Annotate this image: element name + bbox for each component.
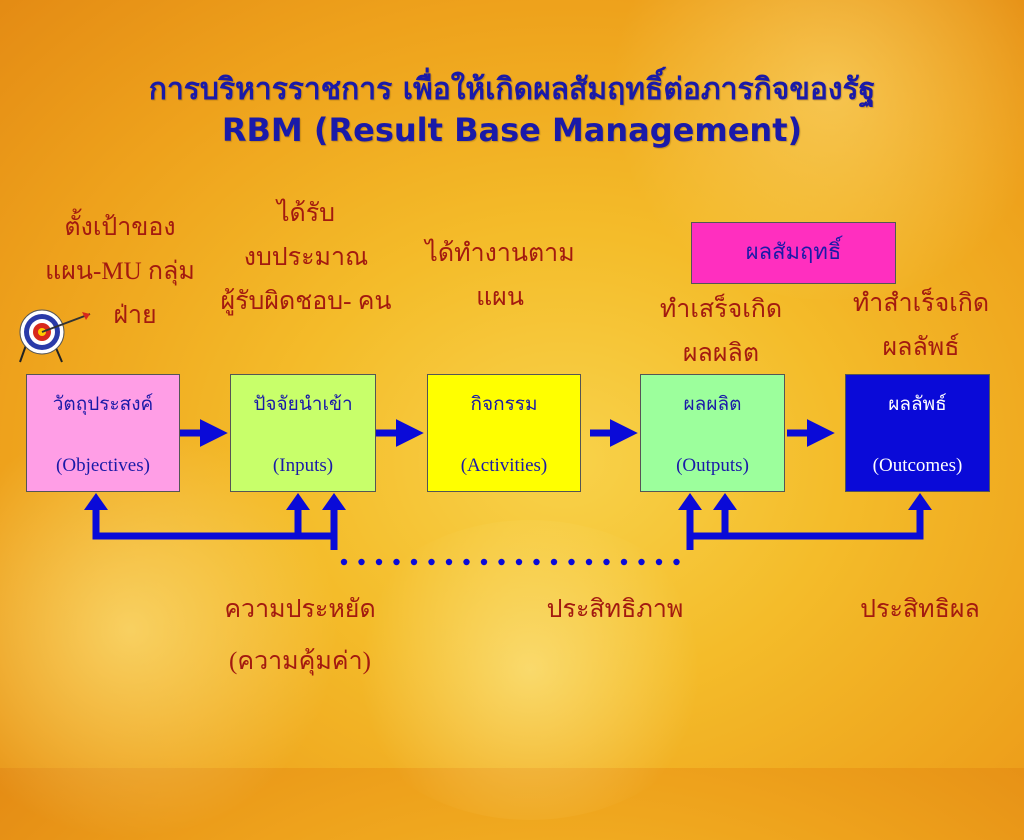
efficiency-dotted-line	[340, 558, 680, 566]
result-box: ผลสัมฤทธิ์	[691, 222, 896, 284]
dot	[340, 558, 348, 566]
dot	[550, 558, 558, 566]
up-arrowheads	[84, 493, 932, 510]
dot	[498, 558, 505, 566]
budget-label: ได้รับ งบประมาณ ผู้รับผิดชอบ- คน	[220, 200, 392, 315]
dot	[638, 558, 645, 566]
dot	[375, 558, 383, 566]
targets-label: ตั้งเป้าของ แผน-MU กลุ่ม ฝ่าย	[45, 214, 195, 329]
dot	[585, 558, 593, 566]
bottom-connectors	[92, 504, 924, 550]
outputs-done-label: ทำเสร็จเกิด ผลผลิต	[659, 296, 783, 367]
page-subtitle: RBM (Result Base Management)	[221, 111, 803, 149]
plan-label: ได้ทำงานตาม แผน	[425, 240, 575, 311]
dot	[410, 558, 418, 566]
efficiency-label: ประสิทธิภาพ	[546, 596, 684, 623]
economy-label: ความประหยัด (ความคุ้มค่า)	[224, 596, 376, 675]
dot	[480, 558, 488, 566]
dot	[603, 558, 610, 566]
dot	[515, 558, 523, 566]
effectiveness-label: ประสิทธิผล	[860, 596, 980, 623]
dot	[568, 558, 575, 566]
target-dartboard-icon	[19, 309, 91, 363]
dot	[533, 558, 540, 566]
dot	[655, 558, 663, 566]
dot	[393, 558, 400, 566]
dot	[428, 558, 435, 566]
dot	[463, 558, 470, 566]
page-title: การบริหารราชการ เพื่อให้เกิดผลสัมฤทธิ์ต่…	[148, 72, 876, 107]
dot	[445, 558, 453, 566]
economy-connector	[92, 504, 302, 540]
objectives-box: วัตถุประสงค์ (Objectives)	[26, 374, 180, 492]
dot	[358, 558, 365, 566]
inputs-box: ปัจจัยนำเข้า (Inputs)	[230, 374, 376, 492]
dot	[673, 558, 680, 566]
dot	[620, 558, 628, 566]
outcomes-box: ผลลัพธ์ (Outcomes)	[845, 374, 990, 492]
activities-box: กิจกรรม (Activities)	[427, 374, 581, 492]
effectiveness-connector	[721, 504, 924, 540]
flow-connectors	[84, 419, 932, 566]
outputs-box: ผลผลิต (Outputs)	[640, 374, 785, 492]
outcomes-done-label: ทำสำเร็จเกิด ผลลัพธ์	[852, 290, 990, 361]
